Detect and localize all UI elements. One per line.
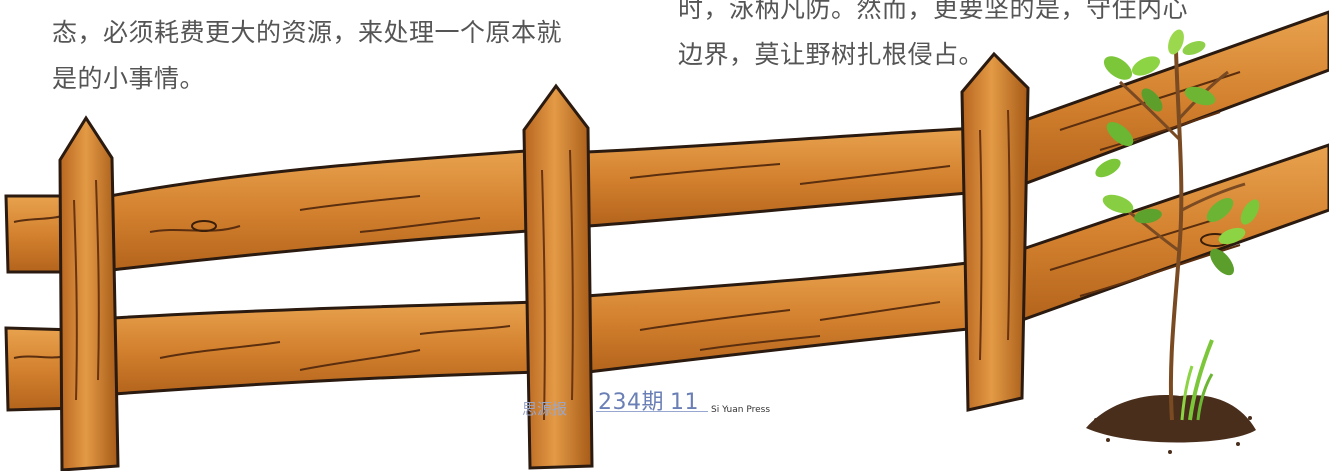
leaf — [1218, 227, 1246, 245]
article-text-line: 是的小事情。 — [52, 64, 206, 93]
grass-blades — [1180, 339, 1214, 421]
sapling — [1095, 29, 1260, 421]
publication-english-name: Si Yuan Press — [711, 405, 771, 415]
leaf — [1206, 198, 1234, 222]
publication-name: 思源报 — [522, 400, 568, 418]
leaf — [1102, 194, 1134, 214]
article-text-line: 时，泳柄凡防。然而，更要坚的是，守住内心 — [678, 0, 1189, 23]
fence-post-1 — [58, 115, 120, 471]
rail-section-2-upper — [584, 126, 982, 228]
leaf — [1131, 56, 1161, 76]
fence-post-3 — [960, 51, 1030, 412]
fence-post-2 — [522, 83, 594, 470]
leaf — [1184, 86, 1216, 106]
leaf — [1168, 29, 1184, 55]
article-text-right-column: 时，泳柄凡防。然而，更要坚的是，守住内心 边界，莫让野树扎根侵占。 — [678, 0, 1278, 78]
article-text-line: 态，必须耗费更大的资源，来处理一个原本就 — [52, 18, 563, 47]
article-text-left-column: 态，必须耗费更大的资源，来处理一个原本就 是的小事情。 — [52, 10, 612, 102]
issue-label: 234期 — [598, 390, 664, 415]
issue-mark: 11 — [670, 390, 699, 415]
leaf — [1240, 199, 1260, 225]
issue-underline — [596, 411, 708, 412]
rail-section-2-lower — [584, 260, 980, 374]
leaf — [1106, 122, 1134, 146]
leaf — [1095, 158, 1121, 178]
article-text-line: 边界，莫让野树扎根侵占。 — [678, 40, 985, 69]
leaf — [1182, 41, 1206, 55]
leaf — [1210, 248, 1234, 276]
leaf — [1141, 88, 1163, 112]
rail-section-1-upper — [108, 148, 544, 272]
rail-section-1-lower — [110, 300, 542, 396]
leaf — [1103, 56, 1133, 80]
leaf — [1134, 208, 1162, 224]
